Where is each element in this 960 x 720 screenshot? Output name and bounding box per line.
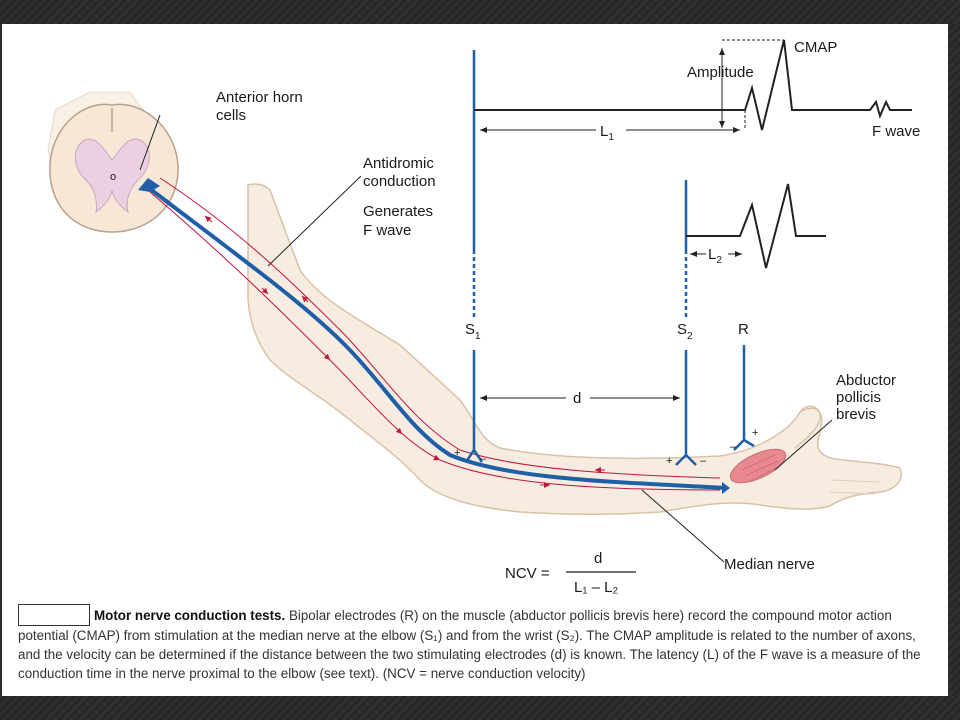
label-abductor-3: brevis [836,406,876,423]
trace-s2 [686,183,826,269]
label-abductor-2: pollicis [836,389,881,406]
caption-text: Bipolar electrodes (R) on the muscle (ab… [18,608,921,681]
label-r: R [738,321,749,338]
right-border [948,24,960,696]
central-canal: o [110,171,116,183]
electrode-lines [464,50,755,466]
conduction-arrows [149,177,721,491]
figure-number-box [18,604,90,626]
label-s1: S1 [465,321,481,342]
r-plus: + [752,427,758,439]
label-amplitude: Amplitude [687,64,754,81]
label-f-wave: F wave [872,123,920,140]
ncv-denominator: L₁ – L₂ [574,579,618,596]
s1-minus: – [480,453,487,465]
spinal-cord-section: o [47,91,179,233]
caption-title: Motor nerve conduction tests. [94,608,286,623]
label-anterior-horn-1: Anterior horn [216,89,303,106]
s1-plus: + [454,447,460,459]
label-generates-2: F wave [363,222,411,239]
figure-caption: Motor nerve conduction tests. Bipolar el… [18,604,928,683]
label-generates-1: Generates [363,203,433,220]
label-l2: L2 [708,246,722,266]
trace-s1-measures [480,39,784,133]
ncv-lhs: NCV = [505,565,550,582]
r-minus: – [730,441,737,453]
leader-lines [267,175,833,563]
label-antidromic-1: Antidromic [363,155,434,172]
abductor-muscle [729,448,787,484]
label-s2: S2 [677,321,693,342]
trace-s1 [474,39,912,131]
ncv-formula: NCV = d L₁ – L₂ [505,550,636,596]
median-nerve-path [138,178,730,494]
arm-silhouette [247,183,902,515]
bottom-border [0,696,960,720]
label-l1: L1 [600,123,614,143]
s2-plus: + [666,455,672,467]
s2-minus: – [700,455,707,467]
label-d: d [573,390,581,407]
label-cmap: CMAP [794,39,837,56]
label-antidromic-2: conduction [363,173,436,190]
label-abductor-1: Abductor [836,372,896,389]
top-border [0,0,960,24]
ncv-numerator: d [594,550,602,567]
label-median-nerve: Median nerve [724,556,815,573]
label-anterior-horn-2: cells [216,107,246,124]
